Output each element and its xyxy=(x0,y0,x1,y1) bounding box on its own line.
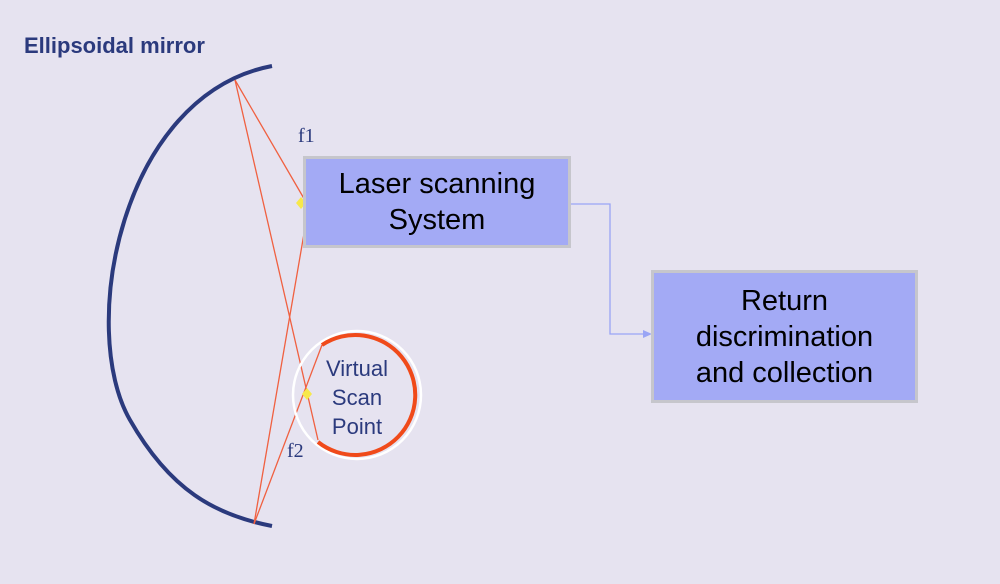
return-box-line-3: and collection xyxy=(695,356,874,389)
laser-box-line-1: Laser scanning xyxy=(338,168,536,200)
vsp-line-3: Point xyxy=(331,414,383,439)
connector-arrow xyxy=(570,203,652,338)
laser-box-line-2: System xyxy=(388,204,486,236)
return-discrimination-box: Return discrimination and collection xyxy=(651,270,918,403)
vsp-line-1: Virtual xyxy=(326,356,388,381)
focus-marker-f2 xyxy=(302,388,312,400)
focus-label-f2: f2 xyxy=(287,440,304,462)
return-box-line-2: discrimination xyxy=(695,320,874,353)
ray-top-to-f2 xyxy=(234,79,319,441)
ellipsoidal-mirror-arc xyxy=(106,64,273,528)
laser-scanning-system-box: Laser scanning System xyxy=(303,156,571,248)
mirror-title: Ellipsoidal mirror xyxy=(24,33,205,58)
ray-f1-to-bottom xyxy=(253,221,307,525)
virtual-scan-point-circle xyxy=(291,329,423,461)
virtual-scan-point-label: Virtual Scan Point xyxy=(314,354,400,441)
ray-top-to-f1 xyxy=(234,79,307,203)
light-rays xyxy=(234,79,323,525)
ray-bottom-to-circle xyxy=(253,344,323,525)
focus-label-f1: f1 xyxy=(298,125,315,147)
return-box-line-1: Return xyxy=(740,284,829,317)
vsp-line-2: Scan xyxy=(331,385,383,410)
